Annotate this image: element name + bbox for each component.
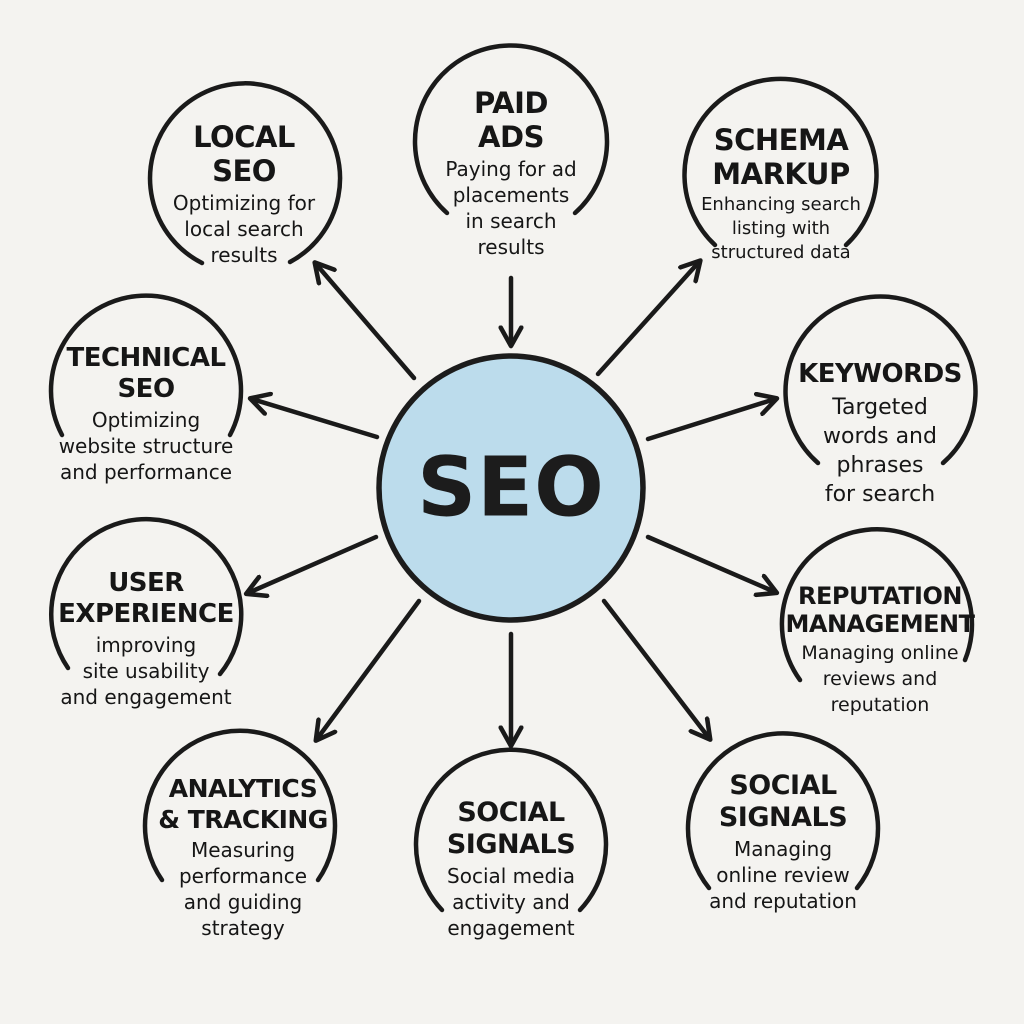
ring-reputation-management	[779, 527, 975, 683]
arrow-to-technical-seo	[252, 399, 380, 440]
arrow-to-keywords	[645, 399, 775, 442]
node-description: Managing online reviews and reputation	[801, 642, 959, 716]
node-title: ANALYTICS & TRACKING	[158, 774, 328, 834]
node-local-seo: LOCAL SEO Optimizing for local search re…	[134, 120, 354, 268]
node-title: TECHNICAL SEO	[66, 343, 226, 404]
ring-schema-markup	[682, 76, 879, 248]
node-description: improving site usability and engagement	[60, 633, 232, 709]
seo-hub-label: SEO	[417, 440, 605, 536]
connector-arrows	[248, 262, 775, 744]
node-description: Enhancing search listing with structured…	[701, 194, 861, 263]
ring-analytics-tracking	[142, 728, 338, 883]
node-analytics-tracking: ANALYTICS & TRACKING Measuring performan…	[133, 773, 353, 941]
node-description: Targeted words and phrases for search	[823, 395, 937, 507]
ring-keywords	[783, 294, 978, 466]
node-description: Social media activity and engagement	[447, 864, 575, 940]
node-title: REPUTATION MANAGEMENT	[785, 582, 975, 638]
node-title: LOCAL SEO	[193, 120, 295, 188]
node-paid-ads: PAID ADS Paying for ad placements in sea…	[401, 86, 621, 260]
arrow-to-reputation-management	[645, 534, 775, 592]
arrow-to-local-seo	[316, 264, 417, 381]
node-technical-seo: TECHNICAL SEO Optimizing website structu…	[36, 343, 256, 485]
node-social-signals-center: SOCIAL SIGNALS Social media activity and…	[401, 797, 621, 941]
arrow-to-user-experience	[248, 534, 379, 593]
node-description: Measuring performance and guiding strate…	[178, 838, 308, 940]
node-schema-markup: SCHEMA MARKUP Enhancing search listing w…	[671, 123, 891, 265]
node-reputation-management: REPUTATION MANAGEMENT Managing online re…	[770, 582, 990, 718]
ring-social-signals-right	[685, 731, 881, 891]
ring-social-signals-center	[413, 747, 609, 913]
node-title: SOCIAL SIGNALS	[718, 770, 848, 833]
arrow-to-analytics-tracking	[317, 598, 422, 739]
arrow-to-social-signals-right	[601, 598, 709, 738]
ring-user-experience	[48, 516, 244, 677]
node-keywords: KEYWORDS Targeted words and phrases for …	[770, 357, 990, 509]
node-user-experience: USER EXPERIENCE improving site usability…	[36, 568, 256, 710]
node-title: PAID ADS	[474, 86, 548, 154]
ring-paid-ads	[412, 43, 610, 216]
node-title: USER EXPERIENCE	[58, 568, 234, 629]
node-description: Managing online review and reputation	[709, 837, 857, 913]
node-description: Optimizing website structure and perform…	[58, 408, 234, 484]
arrow-to-schema-markup	[595, 262, 699, 377]
node-description: Optimizing for local search results	[172, 191, 316, 267]
node-rings	[48, 43, 978, 913]
seo-hub-circle	[376, 353, 646, 623]
node-title: SOCIAL SIGNALS	[446, 797, 576, 860]
node-social-signals-right: SOCIAL SIGNALS Managing online review an…	[673, 770, 893, 914]
node-title: SCHEMA MARKUP	[712, 123, 850, 191]
node-title: KEYWORDS	[798, 359, 962, 389]
ring-technical-seo	[48, 293, 244, 438]
node-description: Paying for ad placements in search resul…	[445, 157, 577, 259]
ring-local-seo	[147, 81, 343, 266]
